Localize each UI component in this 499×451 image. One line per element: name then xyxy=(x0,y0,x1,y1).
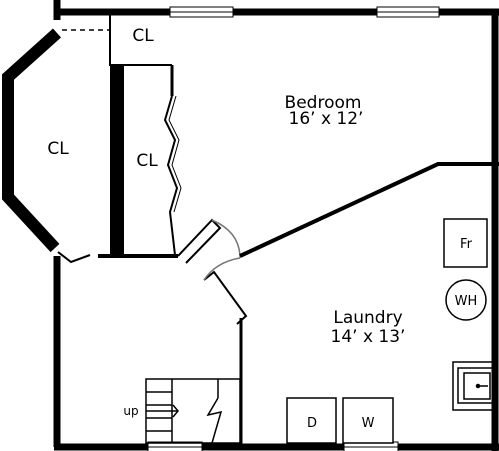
bedroom-door-swing xyxy=(211,219,241,259)
left-closet-wall xyxy=(1,28,62,253)
laundry-dims: 14’ x 13’ xyxy=(331,327,406,347)
bifold-door xyxy=(163,95,179,256)
stairs-up-label: up xyxy=(123,404,138,418)
bifold-door-2 xyxy=(168,95,182,213)
laundry-sink xyxy=(452,361,498,411)
closet-left-label: CL xyxy=(47,139,69,159)
water-heater xyxy=(445,279,487,321)
inner-closet-wall xyxy=(110,64,124,258)
closet-inner-label: CL xyxy=(136,151,158,171)
window-bottom-left xyxy=(147,441,203,451)
stairs xyxy=(145,378,241,444)
dryer-label: D xyxy=(307,416,317,431)
window-top-right xyxy=(376,6,440,18)
bedroom-door xyxy=(177,218,222,264)
fridge-label: Fr xyxy=(460,237,473,252)
left-closet-door xyxy=(57,251,91,264)
fridge xyxy=(443,218,488,268)
window-top-left xyxy=(169,6,234,18)
laundry-name: Laundry xyxy=(333,308,402,328)
bedroom-name: Bedroom xyxy=(285,93,362,113)
bedroom-laundry-wall xyxy=(239,162,499,258)
laundry-door-swing xyxy=(203,257,241,281)
water-heater-label: WH xyxy=(455,294,478,309)
washer xyxy=(342,397,394,444)
bedroom-dims: 16’ x 12’ xyxy=(289,109,364,129)
dryer xyxy=(286,397,337,444)
laundry-door xyxy=(203,270,248,325)
closet-top-label: CL xyxy=(132,26,154,46)
washer-label: W xyxy=(362,416,375,431)
